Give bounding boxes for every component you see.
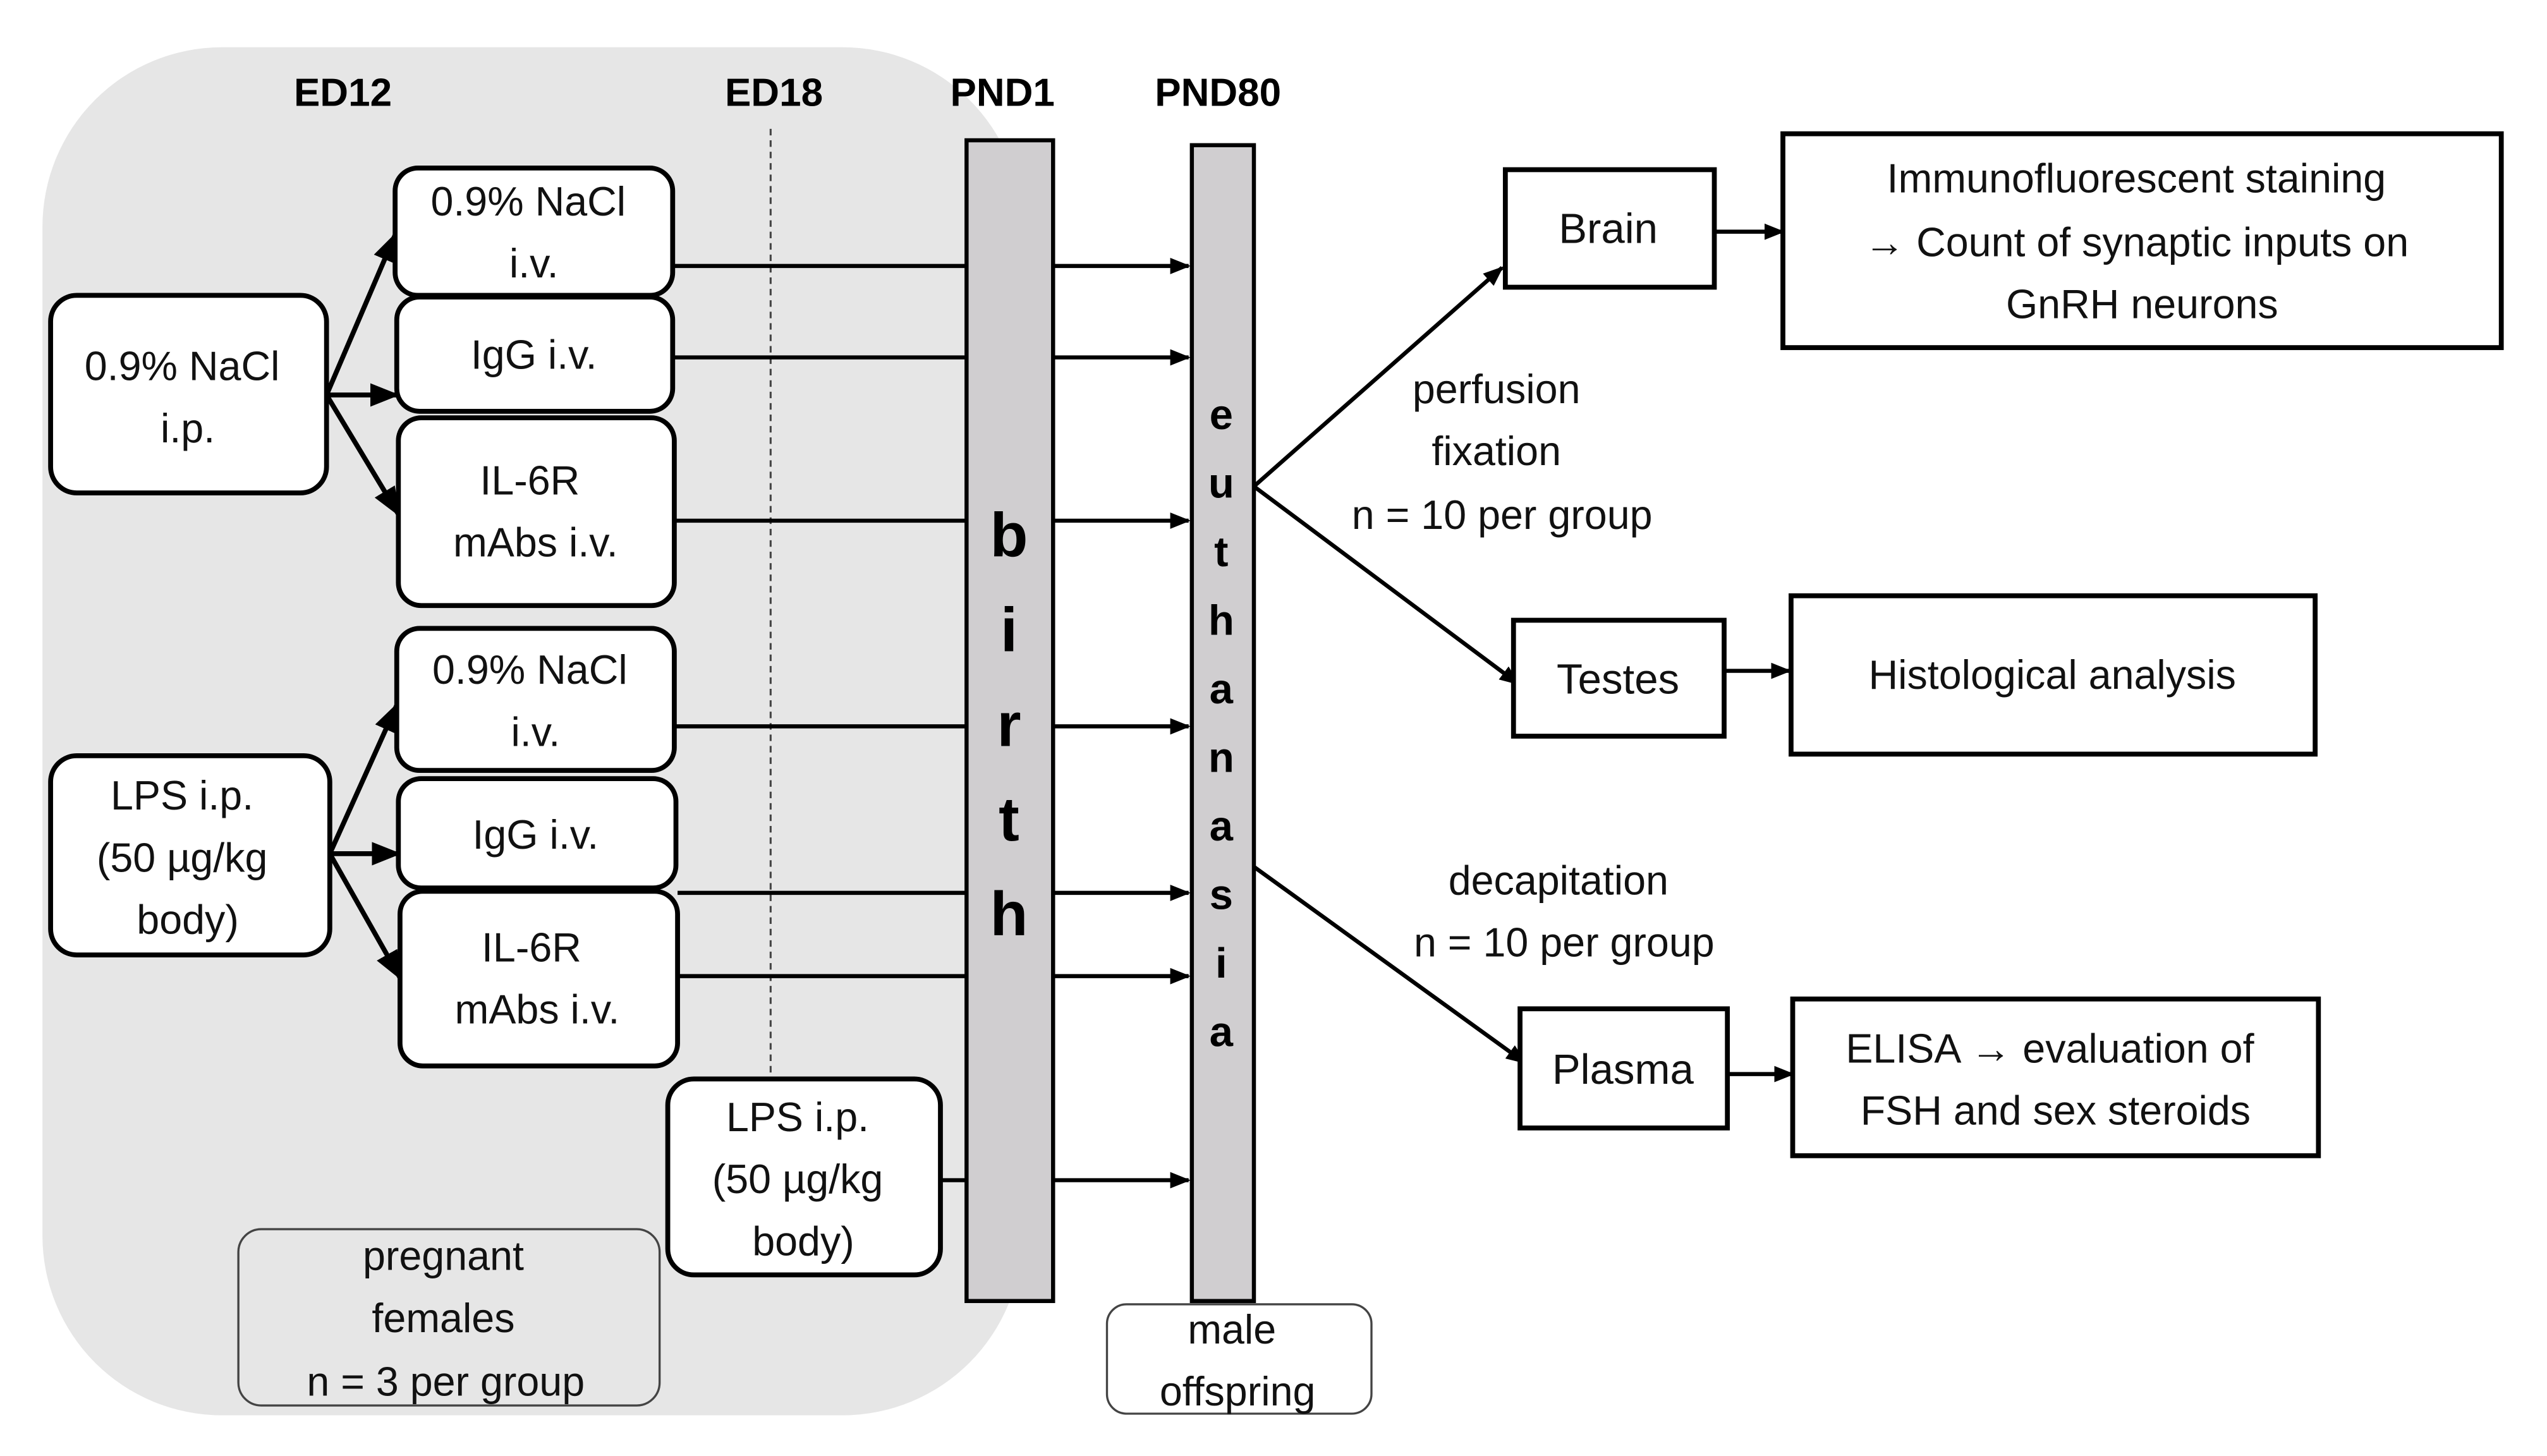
- euthanasia-letter-10: a: [1210, 1009, 1234, 1056]
- lps-ip-box: [48, 753, 332, 957]
- testes-text: Testes: [1557, 656, 1679, 703]
- igg-iv-2-text: IgG i.v.: [472, 812, 599, 858]
- dam-branch-arrows: [324, 232, 403, 981]
- perfusion-label: perfusion fixation n = 10 per group: [1352, 367, 1653, 538]
- arrow-to-brain: [1252, 266, 1504, 488]
- brain-box: [1502, 167, 1717, 290]
- arrow-saline-to-saline-iv: [324, 232, 398, 396]
- ed18-label: ED18: [725, 71, 823, 115]
- saline-iv-1-text: 0.9% NaCl i.v.: [430, 179, 637, 286]
- birth-letter-5: h: [990, 879, 1028, 949]
- saline-ip-box: [48, 293, 329, 495]
- brain-analysis-text: Immunofluorescent staining → Count of sy…: [1864, 156, 2420, 327]
- il6r-iv-2-text: IL-6R mAbs i.v.: [455, 925, 620, 1032]
- treatment-to-birth-lines: [672, 264, 967, 1182]
- euthanasia-letter-5: a: [1210, 665, 1234, 713]
- arrow-lps-to-il6r-iv: [327, 852, 403, 981]
- outcome-arrows: [1252, 223, 1795, 1083]
- birth-letter-4: t: [999, 784, 1019, 854]
- plasma-analysis-text: ELISA → evaluation of FSH and sex steroi…: [1845, 1026, 2265, 1134]
- plasma-analysis-box: [1790, 996, 2321, 1158]
- birth-letter-2: i: [1000, 595, 1018, 665]
- birth-letter-1: b: [990, 500, 1028, 570]
- euthanasia-letters: e u t h a n a s i a: [1208, 391, 1234, 1056]
- brain-analysis-box: [1780, 131, 2504, 350]
- il6r-iv-1-box: [396, 415, 677, 609]
- arrow-lps-to-saline-iv: [327, 702, 399, 855]
- lps-ip-late-box: [665, 1076, 943, 1278]
- euthanasia-letter-2: u: [1208, 460, 1234, 507]
- pnd80-label: PND80: [1155, 71, 1281, 115]
- euthanasia-letter-4: h: [1208, 597, 1234, 645]
- il6r-iv-2-box: [398, 889, 680, 1069]
- testes-analysis-text: Histological analysis: [1869, 652, 2236, 698]
- pregnant-label-box: [237, 1228, 661, 1407]
- euthanasia-letter-3: t: [1214, 528, 1228, 576]
- birth-bar: [964, 138, 1055, 1303]
- lps-ip-text: LPS i.p. (50 µg/kg body): [97, 773, 279, 942]
- plasma-box: [1517, 1006, 1730, 1131]
- testes-box: [1511, 617, 1727, 739]
- birth-to-euthanasia-arrows: [1053, 258, 1191, 1189]
- arrow-to-testes: [1253, 485, 1521, 686]
- il6r-iv-1-text: IL-6R mAbs i.v.: [453, 458, 618, 566]
- euthanasia-letter-1: e: [1210, 391, 1233, 439]
- igg-iv-1-text: IgG i.v.: [471, 332, 597, 378]
- lps-ip-late-text: LPS i.p. (50 µg/kg body): [712, 1095, 895, 1264]
- euthanasia-letter-9: i: [1215, 940, 1227, 987]
- euthanasia-letter-7: a: [1210, 803, 1234, 850]
- pnd1-label: PND1: [950, 71, 1054, 115]
- igg-iv-2-box: [396, 776, 679, 891]
- offspring-label-text: male offspring: [1160, 1307, 1316, 1414]
- euthanasia-letter-8: s: [1210, 871, 1233, 919]
- testes-analysis-box: [1789, 593, 2318, 757]
- euthanasia-letter-6: n: [1208, 734, 1234, 782]
- plasma-text: Plasma: [1552, 1046, 1694, 1093]
- birth-letters: b i r t h: [990, 500, 1028, 949]
- euthanasia-bar: [1189, 143, 1256, 1303]
- saline-iv-2-box: [394, 626, 677, 774]
- saline-ip-text: 0.9% NaCl i.p.: [85, 344, 291, 451]
- decapitation-label: decapitation n = 10 per group: [1414, 858, 1715, 966]
- arrow-to-plasma: [1253, 864, 1527, 1065]
- saline-iv-2-text: 0.9% NaCl i.v.: [432, 647, 639, 755]
- pregnant-label-text: pregnant females n = 3 per group: [307, 1234, 585, 1405]
- ed12-label: ED12: [294, 71, 392, 115]
- offspring-label-box: [1105, 1303, 1373, 1415]
- birth-letter-3: r: [997, 689, 1021, 759]
- brain-text: Brain: [1559, 205, 1658, 253]
- arrow-saline-to-il6r-iv: [324, 393, 401, 517]
- igg-iv-1-box: [394, 294, 676, 414]
